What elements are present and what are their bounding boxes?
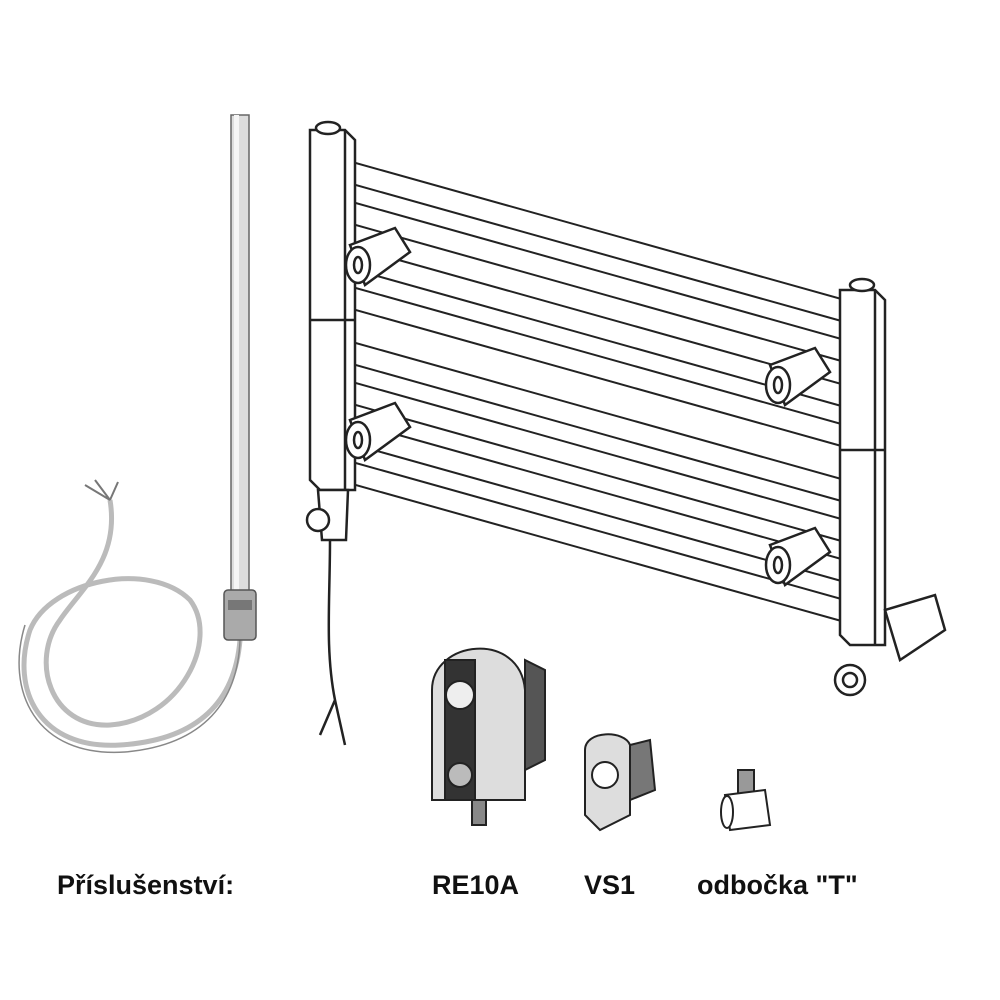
vs1-label: VS1 [584, 870, 636, 900]
vs1-switch-image [584, 733, 657, 832]
power-cable [18, 479, 243, 754]
radiator-tubes [344, 158, 846, 624]
tee-fitting-label: odbočka "T" [697, 870, 858, 900]
radiator-left-column [305, 120, 357, 746]
wall-brackets [344, 226, 832, 587]
tee-fitting-image [720, 769, 772, 832]
re10a-label: RE10A [432, 870, 520, 900]
re10a-controller-image [431, 647, 546, 826]
heating-rod [223, 114, 257, 641]
radiator-right-column [833, 277, 947, 697]
accessories-label: Příslušenství: [57, 870, 235, 900]
